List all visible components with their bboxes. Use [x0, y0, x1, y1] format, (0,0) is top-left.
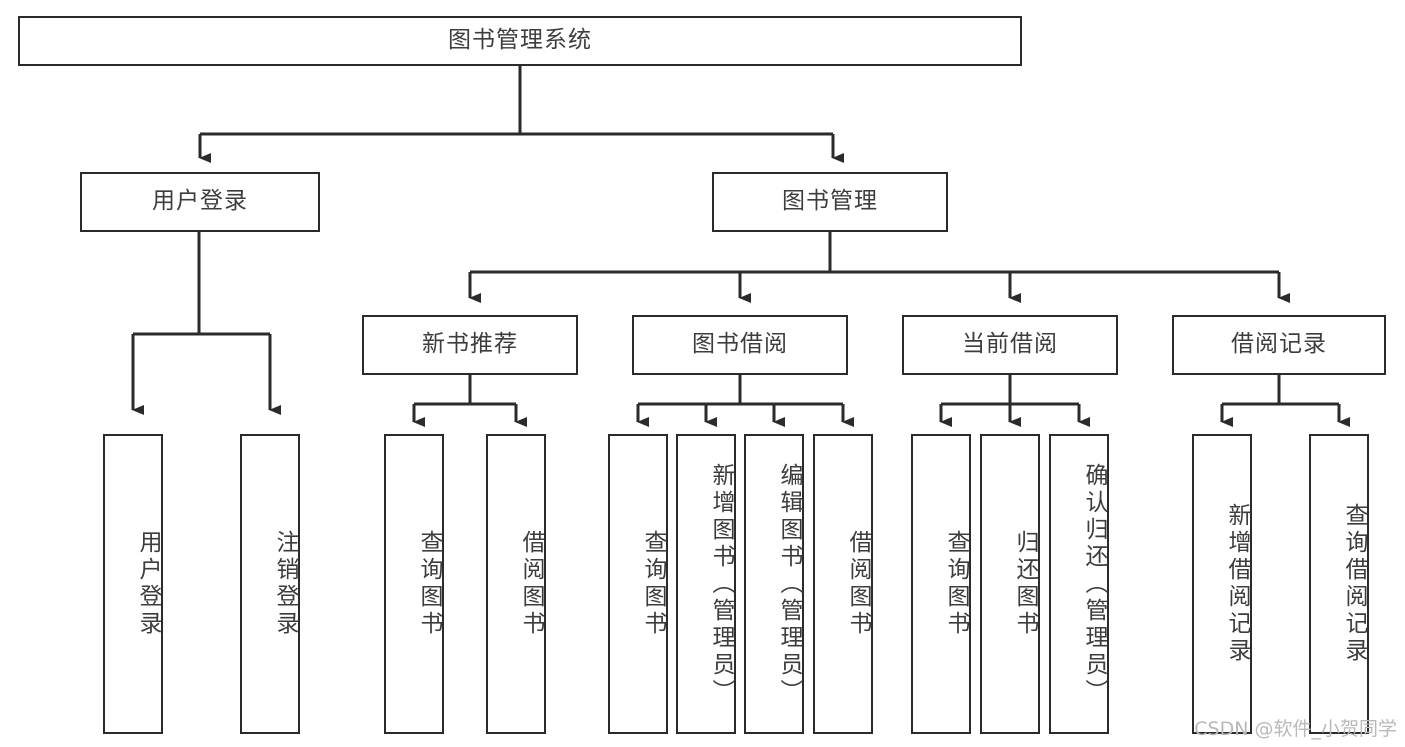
- leaf-record-query[interactable]: 查询借阅记录: [1309, 434, 1369, 734]
- leaf-current-confirm-return[interactable]: 确认归还（管理员）: [1049, 434, 1109, 734]
- leaf-borrow-add-book[interactable]: 新增图书（管理员）: [676, 434, 736, 734]
- node-label: 注销登录: [272, 530, 298, 638]
- node-label: 新增图书（管理员）: [708, 462, 734, 706]
- node-borrow-record[interactable]: 借阅记录: [1172, 315, 1386, 375]
- leaf-new-book-borrow[interactable]: 借阅图书: [486, 434, 546, 734]
- node-book-borrow[interactable]: 图书借阅: [632, 315, 848, 375]
- node-user-login[interactable]: 用户登录: [80, 172, 320, 232]
- leaf-current-return-book[interactable]: 归还图书: [980, 434, 1040, 734]
- leaf-record-add[interactable]: 新增借阅记录: [1192, 434, 1252, 734]
- node-label: 查询借阅记录: [1341, 503, 1367, 665]
- node-label: 图书管理: [782, 188, 878, 215]
- node-label: 新增借阅记录: [1224, 503, 1250, 665]
- node-label: 图书借阅: [692, 331, 788, 358]
- node-label: 编辑图书（管理员）: [776, 462, 802, 706]
- leaf-borrow-query-book[interactable]: 查询图书: [608, 434, 668, 734]
- leaf-new-book-query[interactable]: 查询图书: [384, 434, 444, 734]
- node-label: 查询图书: [943, 530, 969, 638]
- node-label: 借阅图书: [518, 530, 544, 638]
- node-root-system[interactable]: 图书管理系统: [18, 16, 1022, 66]
- node-book-management[interactable]: 图书管理: [712, 172, 948, 232]
- node-label: 新书推荐: [422, 331, 518, 358]
- leaf-borrow-edit-book[interactable]: 编辑图书（管理员）: [744, 434, 804, 734]
- watermark-text: CSDN @软件_小贺同学: [1194, 718, 1397, 740]
- node-label: 归还图书: [1012, 530, 1038, 638]
- node-label: 查询图书: [416, 530, 442, 638]
- node-new-book-recommend[interactable]: 新书推荐: [362, 315, 578, 375]
- node-current-borrow[interactable]: 当前借阅: [902, 315, 1118, 375]
- node-label: 用户登录: [152, 188, 248, 215]
- node-label: 借阅图书: [845, 530, 871, 638]
- node-label: 当前借阅: [962, 331, 1058, 358]
- leaf-user-login-logout[interactable]: 注销登录: [240, 434, 300, 734]
- node-label: 借阅记录: [1231, 331, 1327, 358]
- node-label: 查询图书: [640, 530, 666, 638]
- node-label: 用户登录: [135, 530, 161, 638]
- leaf-current-query-book[interactable]: 查询图书: [911, 434, 971, 734]
- leaf-user-login-login[interactable]: 用户登录: [103, 434, 163, 734]
- leaf-borrow-borrow-book[interactable]: 借阅图书: [813, 434, 873, 734]
- node-label: 确认归还（管理员）: [1081, 462, 1107, 706]
- node-label: 图书管理系统: [448, 27, 592, 54]
